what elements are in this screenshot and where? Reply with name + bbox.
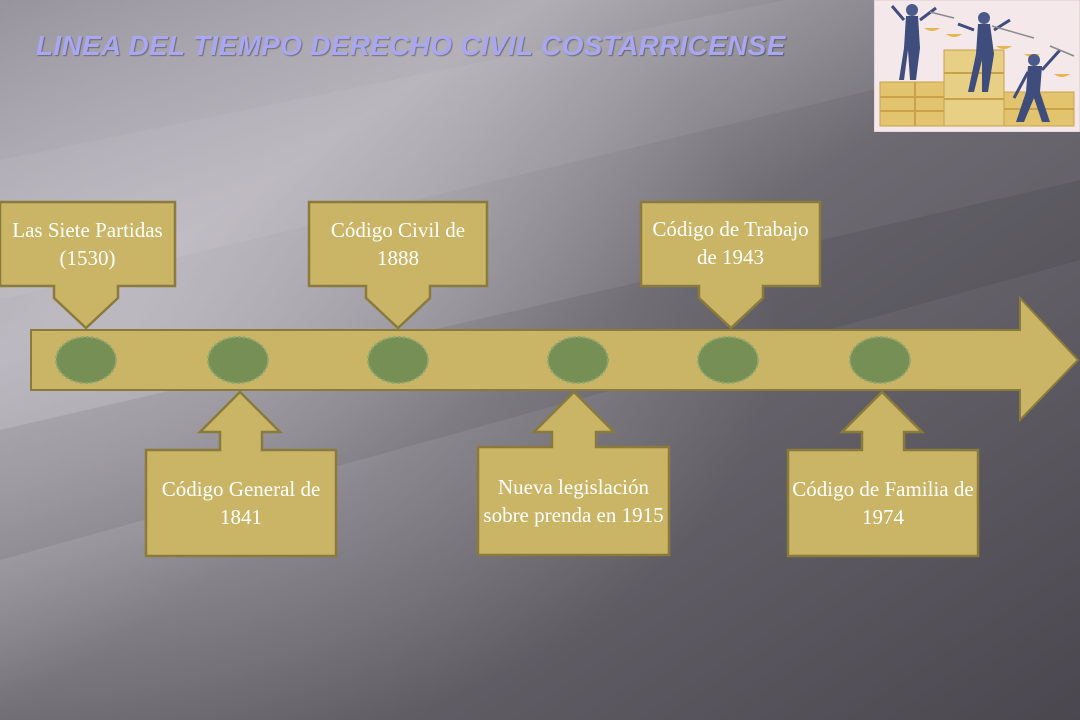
timeline-marker xyxy=(547,336,609,384)
callout-top-3-label: Código de Trabajo de 1943 xyxy=(652,217,809,269)
callout-bottom-3 xyxy=(786,390,980,558)
callout-shape xyxy=(144,390,338,558)
background-diagonal-band xyxy=(0,0,1080,300)
timeline-marker xyxy=(849,336,911,384)
timeline-marker xyxy=(697,336,759,384)
justice-scales-figures-icon xyxy=(874,0,1080,132)
callout-bottom-2-label: Nueva legislación sobre prenda en 1915 xyxy=(483,475,664,527)
callout-bottom-1 xyxy=(144,390,338,558)
timeline-marker xyxy=(55,336,117,384)
callout-bottom-3-label: Código de Familia de 1974 xyxy=(792,477,974,529)
callout-top-2-label: Código Civil de 1888 xyxy=(330,218,466,270)
callout-bottom-1-label: Código General de 1841 xyxy=(161,477,321,529)
callout-top-3 xyxy=(639,200,822,330)
callout-top-1 xyxy=(0,200,177,330)
callout-top-2 xyxy=(307,200,489,330)
timeline-markers xyxy=(55,336,911,384)
callout-shape xyxy=(639,200,822,330)
callout-shape xyxy=(0,200,177,330)
callout-shape xyxy=(307,200,489,330)
callout-shape xyxy=(476,390,671,557)
callout-bottom-2 xyxy=(476,390,671,557)
callout-top-1-label: Las Siete Partidas (1530) xyxy=(12,218,163,270)
callout-shape xyxy=(786,390,980,558)
slide-title: LINEA DEL TIEMPO DERECHO CIVIL COSTARRIC… xyxy=(36,30,786,61)
timeline-marker xyxy=(207,336,269,384)
timeline-marker xyxy=(367,336,429,384)
